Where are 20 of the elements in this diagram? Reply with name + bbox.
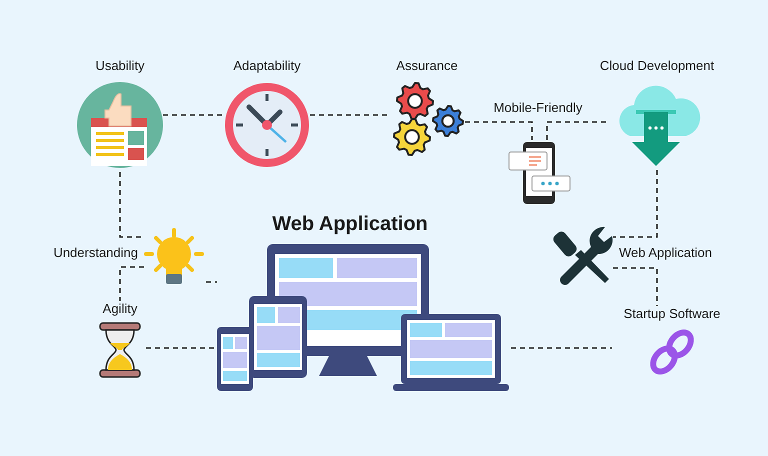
node-label: Cloud Development [598, 58, 716, 74]
node-label: Adaptability [232, 58, 302, 74]
dashed-connector [119, 172, 144, 238]
dashed-connector [511, 347, 612, 349]
node-label: Assurance [395, 58, 459, 74]
node-label: Mobile-Friendly [492, 100, 584, 116]
dashed-connector [119, 266, 144, 301]
node-label: Understanding [52, 245, 138, 261]
dashed-connector [613, 170, 658, 238]
node-label: Web Application [619, 245, 713, 261]
dashed-connector [465, 121, 533, 140]
node-label: Usability [94, 58, 146, 74]
dashed-connector [206, 281, 217, 283]
diagram-heading: Web Application [271, 212, 429, 236]
node-label: Agility [102, 301, 138, 317]
dashed-connector [310, 114, 389, 116]
dashed-connector [146, 347, 217, 349]
node-label: Startup Software [622, 306, 722, 322]
dashed-connector [546, 121, 607, 140]
dashed-connector [163, 114, 224, 116]
